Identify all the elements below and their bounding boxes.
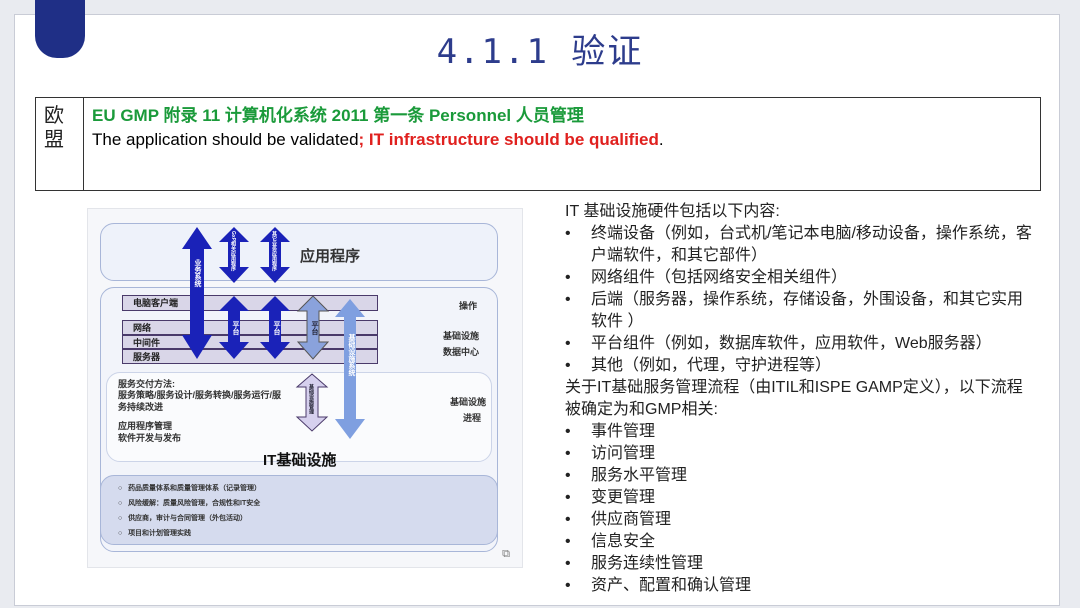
page-title: 4.1.1 验证 <box>436 32 644 72</box>
regulation-cell: EU GMP 附录 11 计算机化系统 2011 第一条 Personnel 人… <box>84 98 672 190</box>
arrow-platform2 <box>260 296 290 359</box>
arrow-platform1 <box>219 296 249 359</box>
quality-list: ○ 药品质量体系和质量管理体系（记录管理） ○ 风险缓解：质量风险管理，合规性和… <box>118 481 261 541</box>
hardware-item: 其他（例如，代理，守护进程等） <box>565 355 1035 377</box>
arrow-label-infra-system: 基础设施系统 <box>348 334 355 376</box>
label-process: 进程 <box>463 413 482 423</box>
decorative-tab <box>35 0 85 58</box>
hardware-item: 平台组件（例如，数据库软件，应用软件，Web服务器） <box>565 333 1035 355</box>
arrow-gxp <box>219 227 249 283</box>
arrow-infra-system <box>335 299 365 439</box>
it-infrastructure-diagram: 应用程序 电脑客户端 网络 中间件 服务器 操作 基础设施 数据中心 基础设施 … <box>87 208 523 568</box>
regulation-heading: EU GMP 附录 11 计算机化系统 2011 第一条 Personnel 人… <box>92 106 584 125</box>
hardware-item: 网络组件（包括网络安全相关组件） <box>565 267 1035 289</box>
arrows <box>182 227 365 439</box>
service-delivery-text: 服务策略/服务设计/服务转换/服务运行/服务持续改进 <box>118 390 282 412</box>
label-operation: 操作 <box>459 301 478 311</box>
process-item: 供应商管理 <box>565 509 1035 531</box>
hardware-item: 终端设备（例如，台式机/笔记本电脑/移动设备，操作系统，客户端软件，和其它部件） <box>565 223 1035 267</box>
process-item: 访问管理 <box>565 443 1035 465</box>
it-infra-label: IT基础设施 <box>263 452 337 469</box>
app-mgmt: 应用程序管理 <box>118 421 173 431</box>
quality-item: ○ 风险缓解：质量风险管理，合规性和IT安全 <box>118 500 261 507</box>
arrow-label-business: 业务系统 <box>194 259 201 287</box>
quality-item: ○ 药品质量体系和质量管理体系（记录管理） <box>118 485 262 492</box>
hardware-intro: IT 基础设施硬件包括以下内容: <box>565 203 780 220</box>
regulation-text-a: The application should be validated <box>92 130 359 149</box>
arrow-label-platform3: 平台 <box>311 321 318 335</box>
process-item: 服务水平管理 <box>565 465 1035 487</box>
arrow-infra-mgmt <box>295 373 329 432</box>
hardware-item: 后端（服务器，操作系统，存储设备，外围设备，和其它实用软件 ） <box>565 289 1035 333</box>
quality-box <box>100 475 498 545</box>
service-delivery-title: 服务交付方法: <box>118 379 175 389</box>
applications-label: 应用程序 <box>300 248 361 265</box>
process-item: 信息安全 <box>565 531 1035 553</box>
process-item: 变更管理 <box>565 487 1035 509</box>
arrow-label-platform1: 平台 <box>232 321 239 335</box>
arrow-label-gxp: GxP相关应用程序 <box>230 231 236 272</box>
regulation-table: 欧盟 EU GMP 附录 11 计算机化系统 2011 第一条 Personne… <box>35 97 1041 191</box>
label-datacenter: 数据中心 <box>443 347 480 357</box>
applications-box <box>100 223 498 281</box>
quality-item: ○ 项目和计划管理实践 <box>118 530 192 537</box>
process-item: 服务连续性管理 <box>565 553 1035 575</box>
process-intro: 关于IT基础服务管理流程（由ITIL和ISPE GAMP定义），以下流程被确定为… <box>565 379 1023 418</box>
content-text: IT 基础设施硬件包括以下内容: 终端设备（例如，台式机/笔记本电脑/移动设备，… <box>565 201 1035 597</box>
period: . <box>658 130 664 149</box>
process-item: 资产、配置和确认管理 <box>565 575 1035 597</box>
label-infra: 基础设施 <box>443 331 480 341</box>
region-cell: 欧盟 <box>36 98 84 190</box>
software-release: 软件开发与发布 <box>118 433 182 443</box>
regulation-text-b: ; IT infrastructure should be qualified <box>358 130 659 149</box>
process-item: 事件管理 <box>565 421 1035 443</box>
quality-item: ○ 供应商，审计与合同管理（外包活动） <box>118 515 248 522</box>
arrow-other <box>260 227 290 283</box>
arrow-label-infra-mgmt: 基础设施管理 <box>308 384 314 414</box>
arrow-platform3 <box>296 295 330 360</box>
label-infra2: 基础设施 <box>450 397 487 407</box>
arrow-business <box>182 227 212 359</box>
expand-icon[interactable]: ⧉ <box>502 548 510 560</box>
arrow-label-platform2: 平台 <box>273 321 280 335</box>
arrow-label-other: 其它业务应用程序 <box>271 231 277 271</box>
